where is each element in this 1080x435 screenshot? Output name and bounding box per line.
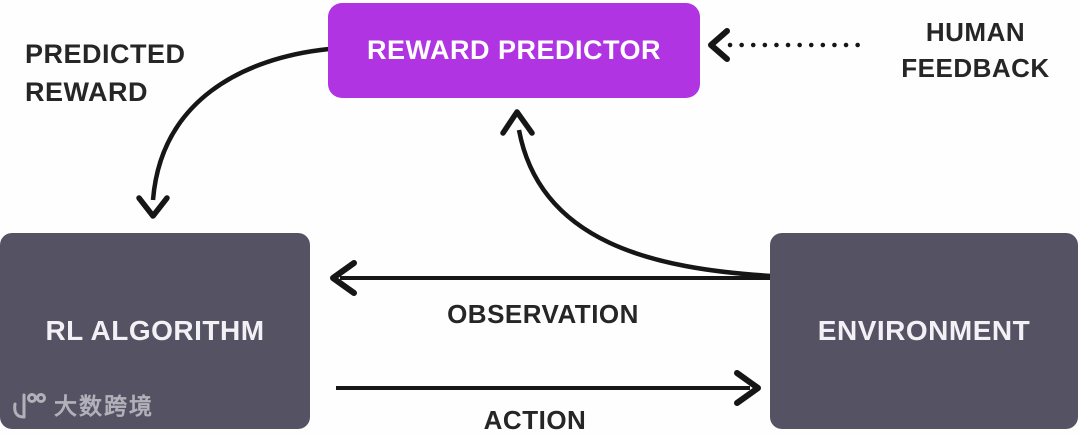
human-feedback-label: HUMAN FEEDBACK: [901, 17, 1050, 84]
node-rl-algorithm-label: RL ALGORITHM: [45, 315, 265, 346]
watermark-text: 大数跨境: [54, 392, 154, 419]
human-feedback-arrowhead: [708, 28, 730, 62]
watermark: 大数跨境: [10, 391, 154, 421]
predicted-reward-arrowhead: [136, 195, 170, 219]
node-reward-predictor-label: REWARD PREDICTOR: [366, 35, 662, 65]
node-environment: ENVIRONMENT: [770, 233, 1078, 429]
node-environment-label: ENVIRONMENT: [817, 315, 1031, 346]
dashu-100-logo-icon: [13, 393, 46, 419]
node-reward-predictor: REWARD PREDICTOR: [328, 3, 700, 98]
observation-label: OBSERVATION: [447, 299, 639, 329]
node-rl-algorithm: RL ALGORITHM: [0, 233, 310, 429]
action-label: ACTION: [483, 405, 587, 435]
observation-arrowhead: [330, 260, 357, 296]
action-arrowhead: [734, 370, 761, 406]
environment-to-predictor-arrowhead: [500, 109, 535, 136]
predicted-reward-label: PREDICTED REWARD: [25, 39, 186, 107]
environment-to-predictor-curve: [516, 129, 773, 279]
